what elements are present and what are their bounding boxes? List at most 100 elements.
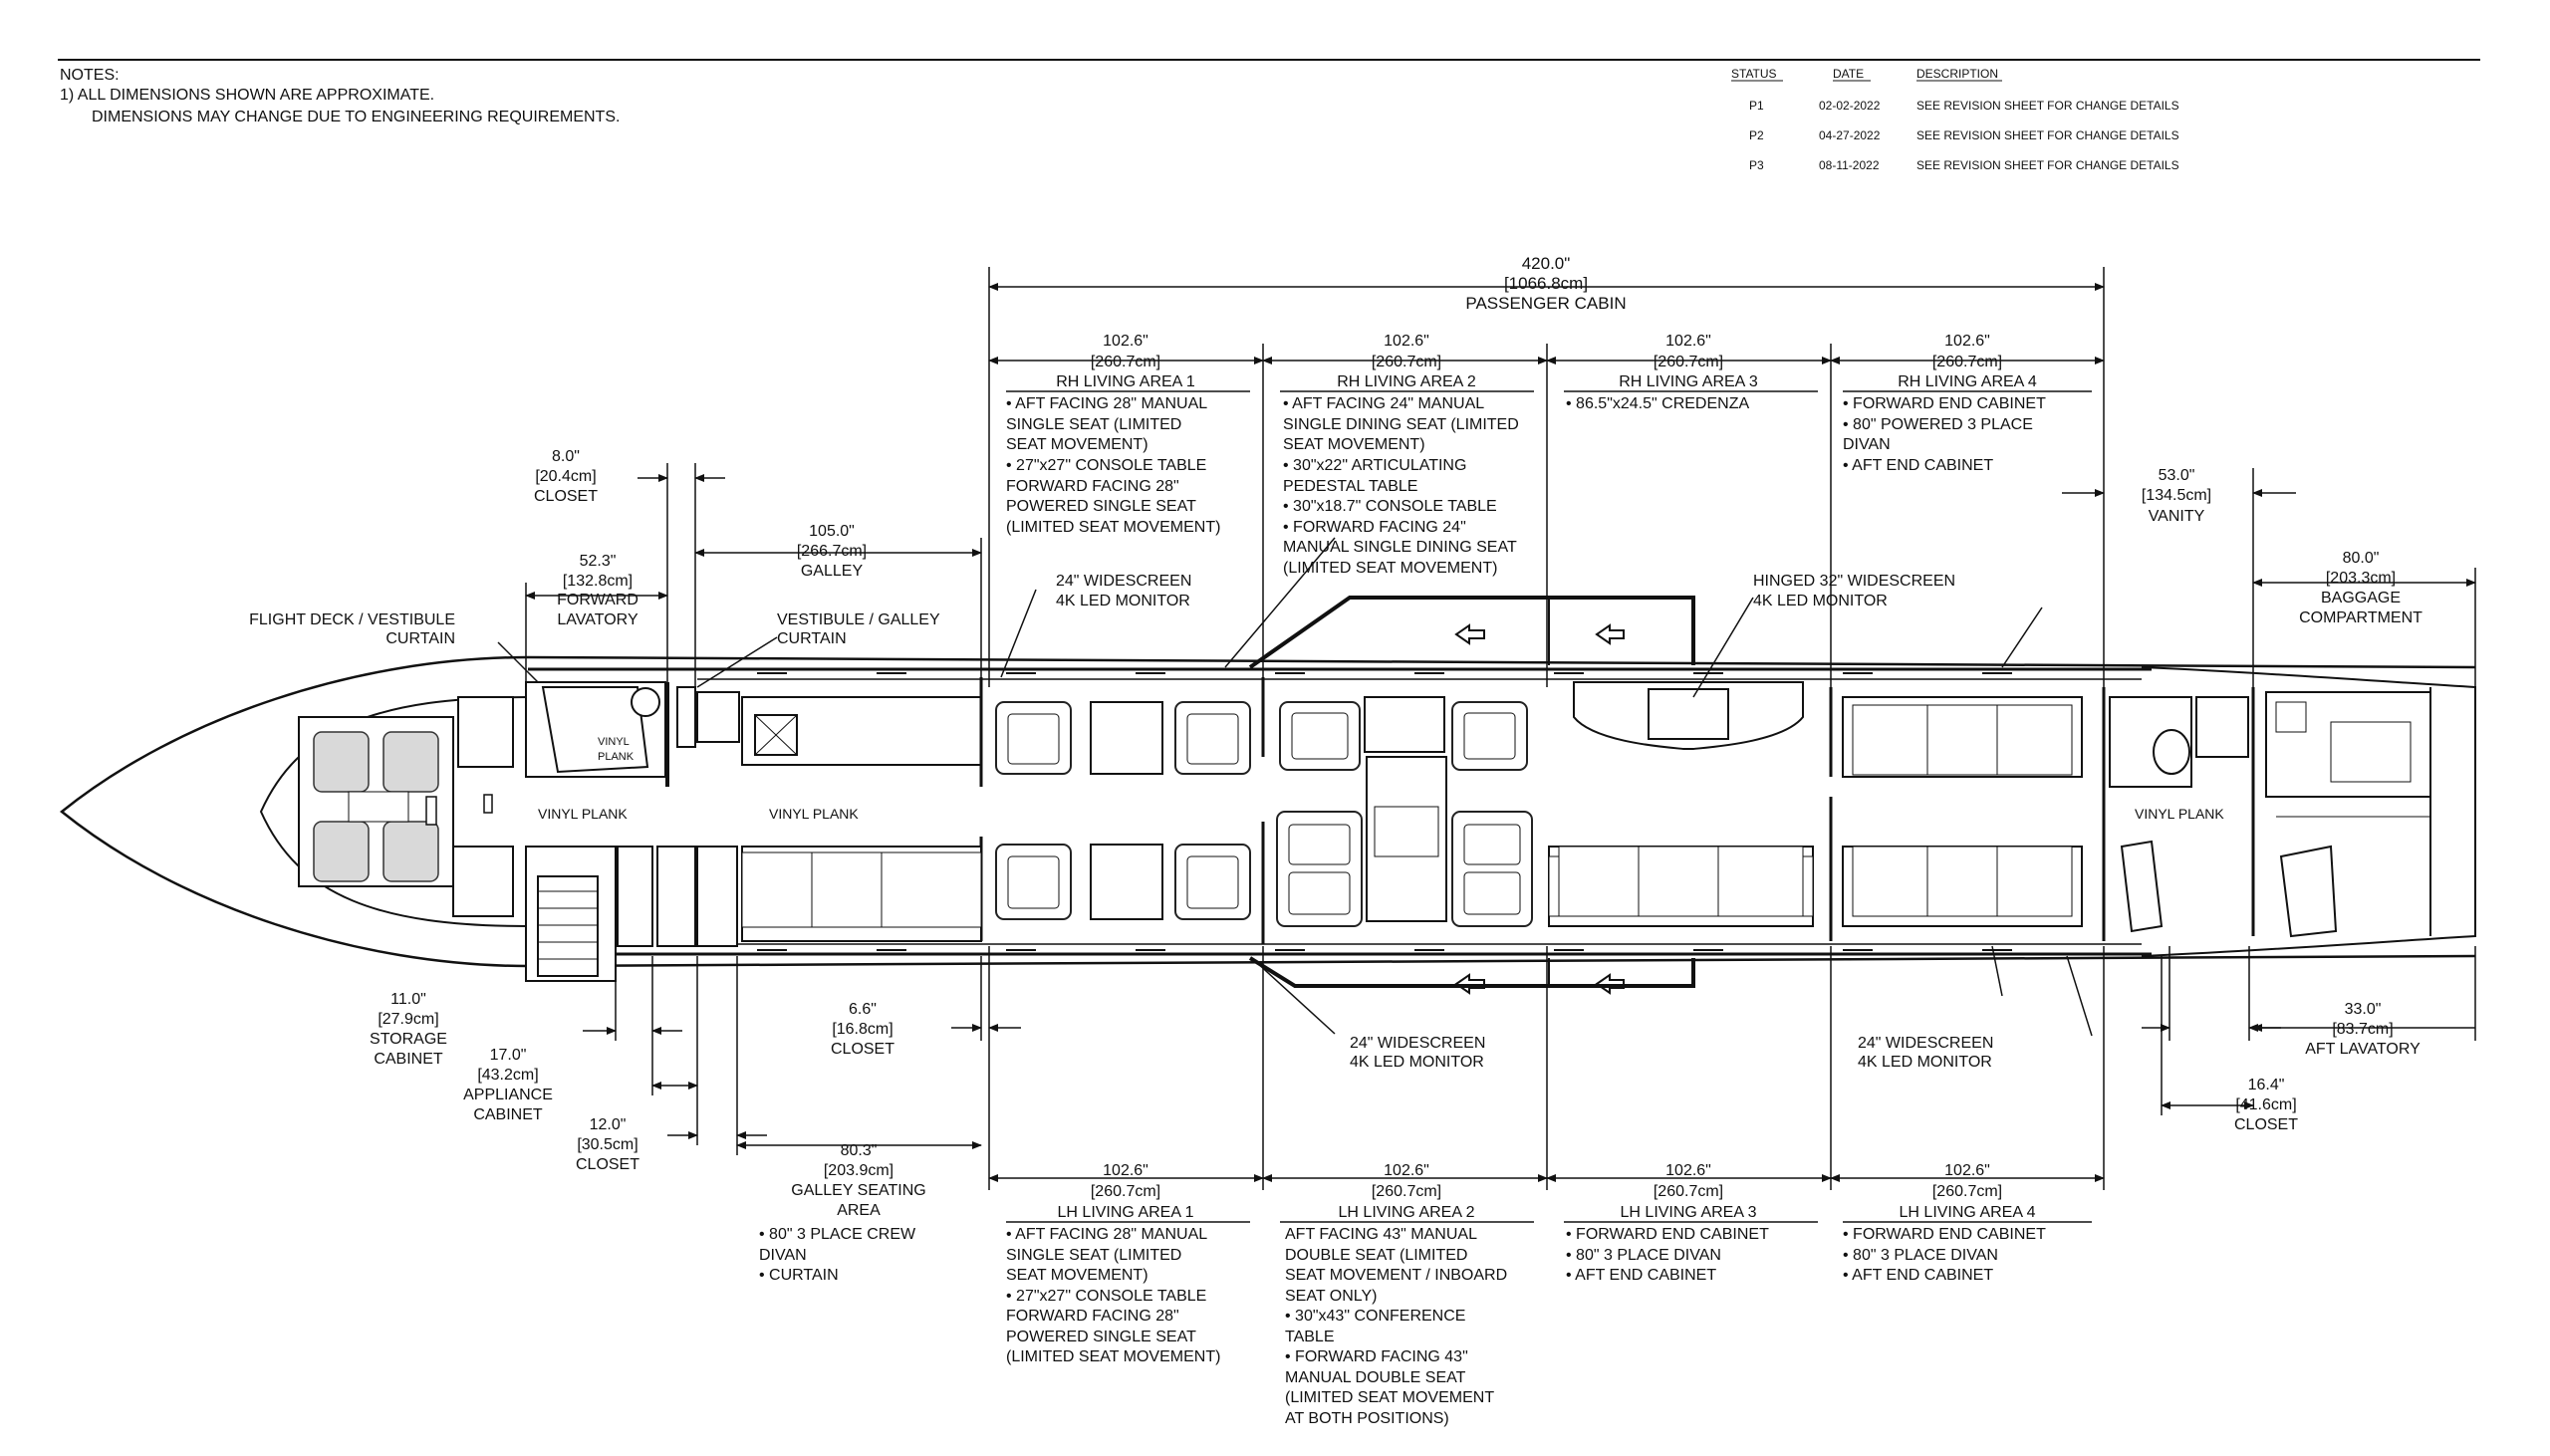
rh-area-4-cm: [260.7cm] <box>1932 354 2002 370</box>
baggage-dim-in: 80.0" <box>2343 550 2380 567</box>
rh-area-3-cm: [260.7cm] <box>1654 354 1723 370</box>
appliance-label-2: CABINET <box>473 1106 543 1123</box>
list-item: (LIMITED SEAT MOVEMENT) <box>1283 560 1497 577</box>
lh-area-1-cm: [260.7cm] <box>1091 1183 1160 1200</box>
cabin-label: PASSENGER CABIN <box>1465 294 1626 313</box>
list-item: • FORWARD FACING 24" <box>1283 519 1466 536</box>
list-item: • AFT END CABINET <box>1843 457 1993 474</box>
lh-area-4-title: LH LIVING AREA 4 <box>1900 1204 2036 1221</box>
forward-stairs-and-cabinets <box>525 846 738 982</box>
callouts: FLIGHT DECK / VESTIBULE CURTAIN VESTIBUL… <box>249 573 1993 1071</box>
aft-lavatory <box>2109 687 2255 936</box>
rh-area-1-title: RH LIVING AREA 1 <box>1056 373 1195 390</box>
lh-living-area-3-furniture <box>1548 687 1833 941</box>
lh-area-1-in: 102.6" <box>1103 1162 1148 1179</box>
vanity-dim-cm: [134.5cm] <box>2142 487 2211 504</box>
cabin-dim-in: 420.0" <box>1522 254 1571 273</box>
galley-seating-items: • 80" 3 PLACE CREW DIVAN • CURTAIN <box>759 1226 916 1284</box>
closet12-label: CLOSET <box>576 1156 639 1173</box>
vinyl-plank-label: VINYL PLANK <box>538 806 628 822</box>
direction-arrow-icon <box>1454 623 1625 995</box>
rh-area-2-items: • AFT FACING 24" MANUAL SINGLE DINING SE… <box>1283 395 1519 577</box>
monitor-callout-b: 4K LED MONITOR <box>1858 1054 1992 1071</box>
list-item: (LIMITED SEAT MOVEMENT) <box>1006 1348 1220 1365</box>
rev-row-status: P2 <box>1749 128 1764 142</box>
baggage-label-2: COMPARTMENT <box>2299 609 2422 626</box>
crew-divan <box>741 846 982 942</box>
list-item: DOUBLE SEAT (LIMITED <box>1285 1247 1467 1264</box>
note-1: 1) ALL DIMENSIONS SHOWN ARE APPROXIMATE. <box>60 87 434 104</box>
list-item: • CURTAIN <box>759 1267 839 1284</box>
baggage-label-1: BAGGAGE <box>2321 590 2401 607</box>
list-item: • FORWARD END CABINET <box>1843 395 2046 412</box>
monitor-callout-b: 4K LED MONITOR <box>1350 1054 1484 1071</box>
flight-deck-callout-2: CURTAIN <box>385 630 455 647</box>
rh-area-3-items: • 86.5"x24.5" CREDENZA <box>1566 395 1749 412</box>
monitor-callout-a: 24" WIDESCREEN <box>1056 573 1191 590</box>
list-item: MANUAL DOUBLE SEAT <box>1285 1369 1466 1386</box>
rh-area-3-in: 102.6" <box>1665 333 1711 350</box>
rev-row-status: P3 <box>1749 158 1764 172</box>
appliance-label-1: APPLIANCE <box>463 1087 553 1103</box>
list-item: (LIMITED SEAT MOVEMENT) <box>1006 519 1220 536</box>
galley-dim-in: 105.0" <box>809 523 855 540</box>
lh-area-4-cm: [260.7cm] <box>1932 1183 2002 1200</box>
galley-seating-label-2: AREA <box>837 1202 881 1219</box>
list-item: SEAT MOVEMENT) <box>1283 436 1425 453</box>
list-item: PEDESTAL TABLE <box>1283 478 1417 495</box>
list-item: FORWARD FACING 28" <box>1006 478 1179 495</box>
lh-area-3-items: • FORWARD END CABINET • 80" 3 PLACE DIVA… <box>1566 1226 1769 1284</box>
lh-area-3-cm: [260.7cm] <box>1654 1183 1723 1200</box>
vinyl-plank-label: VINYL PLANK <box>769 806 859 822</box>
notes-heading: NOTES: <box>60 67 120 84</box>
storage-dim-cm: [27.9cm] <box>378 1011 438 1028</box>
lh-area-1-title: LH LIVING AREA 1 <box>1058 1204 1194 1221</box>
closet12-dim-in: 12.0" <box>590 1116 627 1133</box>
list-item: SEAT MOVEMENT) <box>1006 436 1148 453</box>
floor-labels: VINYL PLANK VINYL PLANK VINYL PLANK VINY… <box>538 736 2224 822</box>
list-item: • 80" 3 PLACE DIVAN <box>1843 1247 1998 1264</box>
galley-seating-dim-in: 80.3" <box>841 1142 878 1159</box>
window-marks <box>757 672 2012 951</box>
list-item: POWERED SINGLE SEAT <box>1006 1329 1196 1345</box>
rev-row-description: SEE REVISION SHEET FOR CHANGE DETAILS <box>1916 99 2179 113</box>
flight-deck-callout-1: FLIGHT DECK / VESTIBULE <box>249 611 455 628</box>
lh-area-1-items: • AFT FACING 28" MANUAL SINGLE SEAT (LIM… <box>1006 1226 1220 1365</box>
monitor-callout-a: 24" WIDESCREEN <box>1858 1035 1993 1052</box>
closet66-dim-cm: [16.8cm] <box>832 1021 892 1038</box>
rev-header-description: DESCRIPTION <box>1916 67 1998 81</box>
rev-header-status: STATUS <box>1731 67 1777 81</box>
galley-seating-dim-cm: [203.9cm] <box>824 1162 893 1179</box>
list-item: AFT FACING 43" MANUAL <box>1285 1226 1477 1243</box>
list-item: • 30"x43" CONFERENCE <box>1285 1308 1465 1325</box>
list-item: • 27"x27" CONSOLE TABLE <box>1006 457 1206 474</box>
lh-living-area-1-furniture <box>995 822 1265 944</box>
list-item: SINGLE SEAT (LIMITED <box>1006 1247 1181 1264</box>
aft-lav-dim-in: 33.0" <box>2345 1001 2382 1018</box>
monitor-callout-b: 4K LED MONITOR <box>1056 593 1190 609</box>
baggage-dim-cm: [203.3cm] <box>2326 570 2396 587</box>
fuselage-outline <box>60 655 2476 968</box>
hinged-monitor-callout-b: 4K LED MONITOR <box>1753 593 1888 609</box>
fwd-lav-dim-cm: [132.8cm] <box>563 573 633 590</box>
storage-dim-in: 11.0" <box>390 991 426 1008</box>
lh-living-area-4-furniture <box>1842 687 2106 941</box>
lh-area-headers: 102.6" [260.7cm] LH LIVING AREA 1 102.6"… <box>1058 1162 2036 1221</box>
closet164-dim-in: 16.4" <box>2248 1077 2285 1093</box>
baggage-compartment <box>2265 687 2431 938</box>
list-item: • AFT FACING 28" MANUAL <box>1006 1226 1207 1243</box>
rh-living-area-4-furniture <box>1842 696 2083 778</box>
rh-area-4-items: • FORWARD END CABINET • 80" POWERED 3 PL… <box>1843 395 2046 474</box>
list-item: POWERED SINGLE SEAT <box>1006 498 1196 515</box>
closet12-dim-cm: [30.5cm] <box>577 1136 638 1153</box>
list-item: DIVAN <box>1843 436 1891 453</box>
storage-label-2: CABINET <box>374 1051 443 1068</box>
list-item: • 27"x27" CONSOLE TABLE <box>1006 1288 1206 1305</box>
rh-living-area-1-furniture <box>995 677 1265 775</box>
rev-row-date: 08-11-2022 <box>1819 158 1880 172</box>
rev-row-description: SEE REVISION SHEET FOR CHANGE DETAILS <box>1916 158 2179 172</box>
vanity-dim-in: 53.0" <box>2159 467 2195 484</box>
list-item: • 80" POWERED 3 PLACE <box>1843 416 2033 433</box>
vestibule-galley-callout-1: VESTIBULE / GALLEY <box>777 611 940 628</box>
